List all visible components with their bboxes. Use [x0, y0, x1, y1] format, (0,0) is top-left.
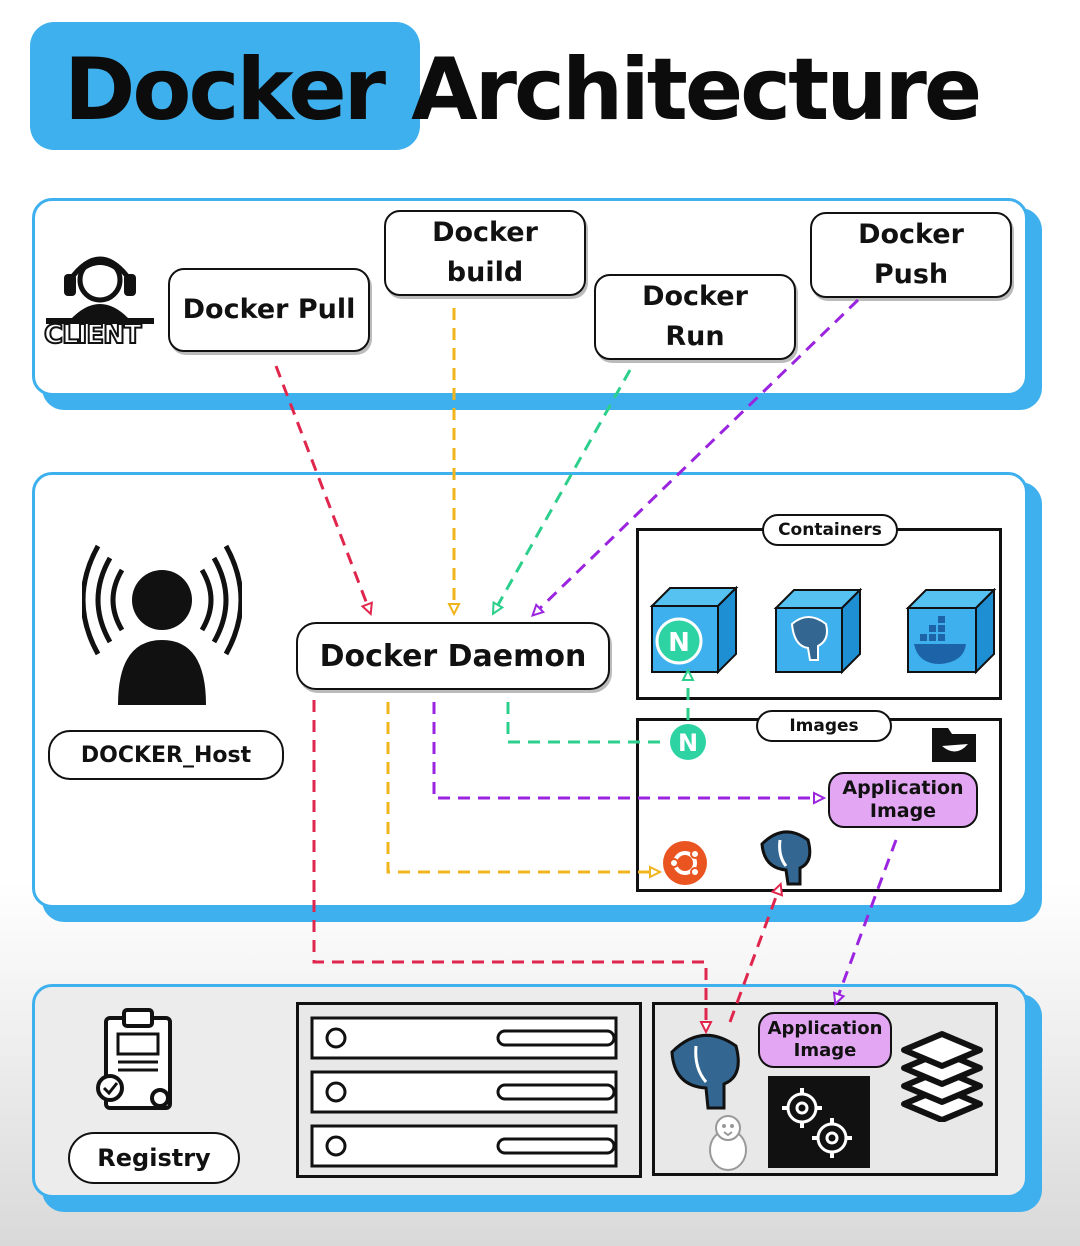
title-highlight-background [30, 22, 420, 150]
title-rest: Architecture [411, 40, 982, 140]
docker-build-command[interactable]: Docker build [384, 210, 586, 296]
docker-host-label: DOCKER_Host [48, 730, 284, 780]
client-label: CLIENT [43, 319, 143, 351]
client-user-icon [46, 256, 154, 324]
docker-daemon[interactable]: Docker Daemon [296, 622, 610, 690]
postgres-registry-icon [670, 1033, 740, 1110]
docker-container-cube [905, 588, 997, 675]
gears-icon [768, 1076, 870, 1168]
server-rack-icon [310, 1016, 618, 1168]
nginx-image-icon: N [670, 724, 706, 760]
images-label: Images [756, 710, 892, 742]
postgres-image-icon [760, 830, 812, 886]
docker-pull-command[interactable]: Docker Pull [168, 268, 370, 352]
nginx-container-cube: N [649, 585, 739, 675]
registry-clipboard-icon [96, 1008, 172, 1110]
svg-text:N: N [678, 729, 698, 757]
ubuntu-image-icon [663, 841, 707, 885]
registry-label: Registry [68, 1132, 240, 1184]
svg-text:N: N [668, 628, 690, 658]
layers-stack-icon [901, 1031, 983, 1122]
postgres-container-cube [773, 588, 863, 675]
docker-run-command[interactable]: Docker Run [594, 274, 796, 360]
docker-host-broadcast-icon [82, 544, 242, 705]
docker-folder-icon [932, 728, 976, 762]
registry-application-image[interactable]: Application Image [758, 1012, 892, 1068]
title-highlight: Docker [64, 40, 386, 140]
host-application-image[interactable]: Application Image [828, 772, 978, 828]
linux-penguin-icon [709, 1115, 747, 1171]
containers-label: Containers [762, 514, 898, 546]
docker-push-command[interactable]: Docker Push [810, 212, 1012, 298]
